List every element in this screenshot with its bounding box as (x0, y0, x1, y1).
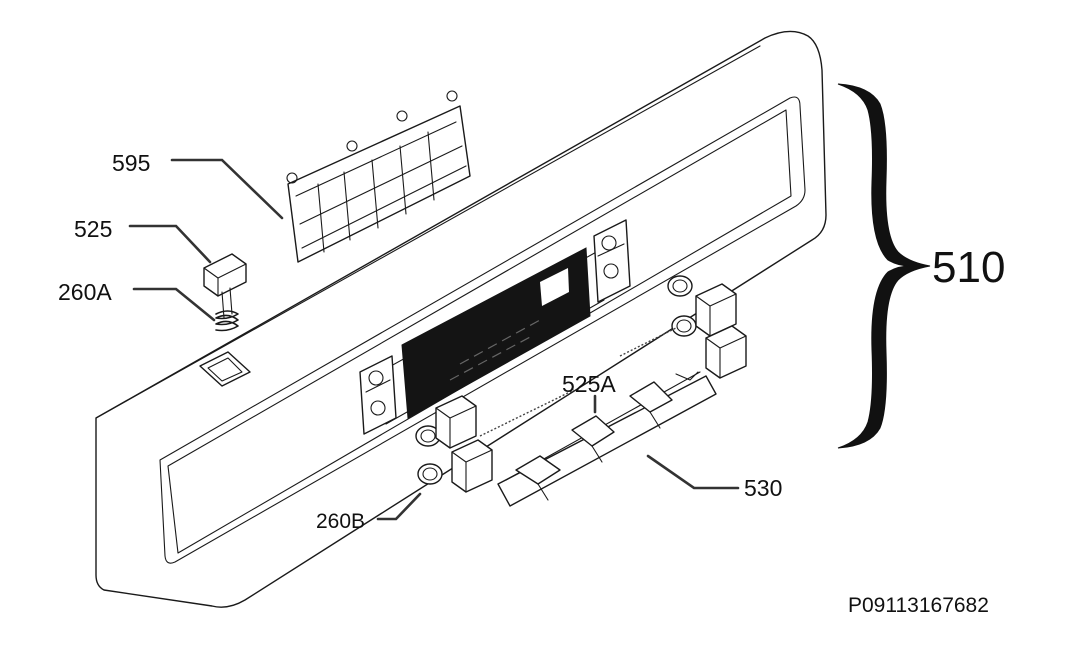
label-260b: 260B (316, 510, 365, 533)
button-frame-595 (286, 90, 471, 263)
label-525: 525 (74, 216, 112, 242)
button-bar-530 (497, 371, 717, 507)
label-530: 530 (744, 475, 782, 501)
label-260a: 260A (58, 279, 112, 305)
knob-525 (203, 253, 247, 319)
spring-upper-right (667, 275, 697, 337)
right-button-housing (593, 219, 631, 303)
spring-lower-left (415, 425, 443, 485)
spring-260a (215, 310, 239, 332)
label-595: 595 (112, 150, 150, 176)
button-keys-525a (435, 283, 747, 493)
leader-lines (128, 158, 740, 521)
label-510: 510 (932, 243, 1005, 292)
left-button-housing (359, 355, 397, 435)
label-525a: 525A (562, 371, 616, 397)
reference-code: P09113167682 (848, 594, 989, 617)
display-window (401, 247, 591, 419)
brace-510 (837, 83, 931, 449)
knob-socket (199, 351, 251, 387)
